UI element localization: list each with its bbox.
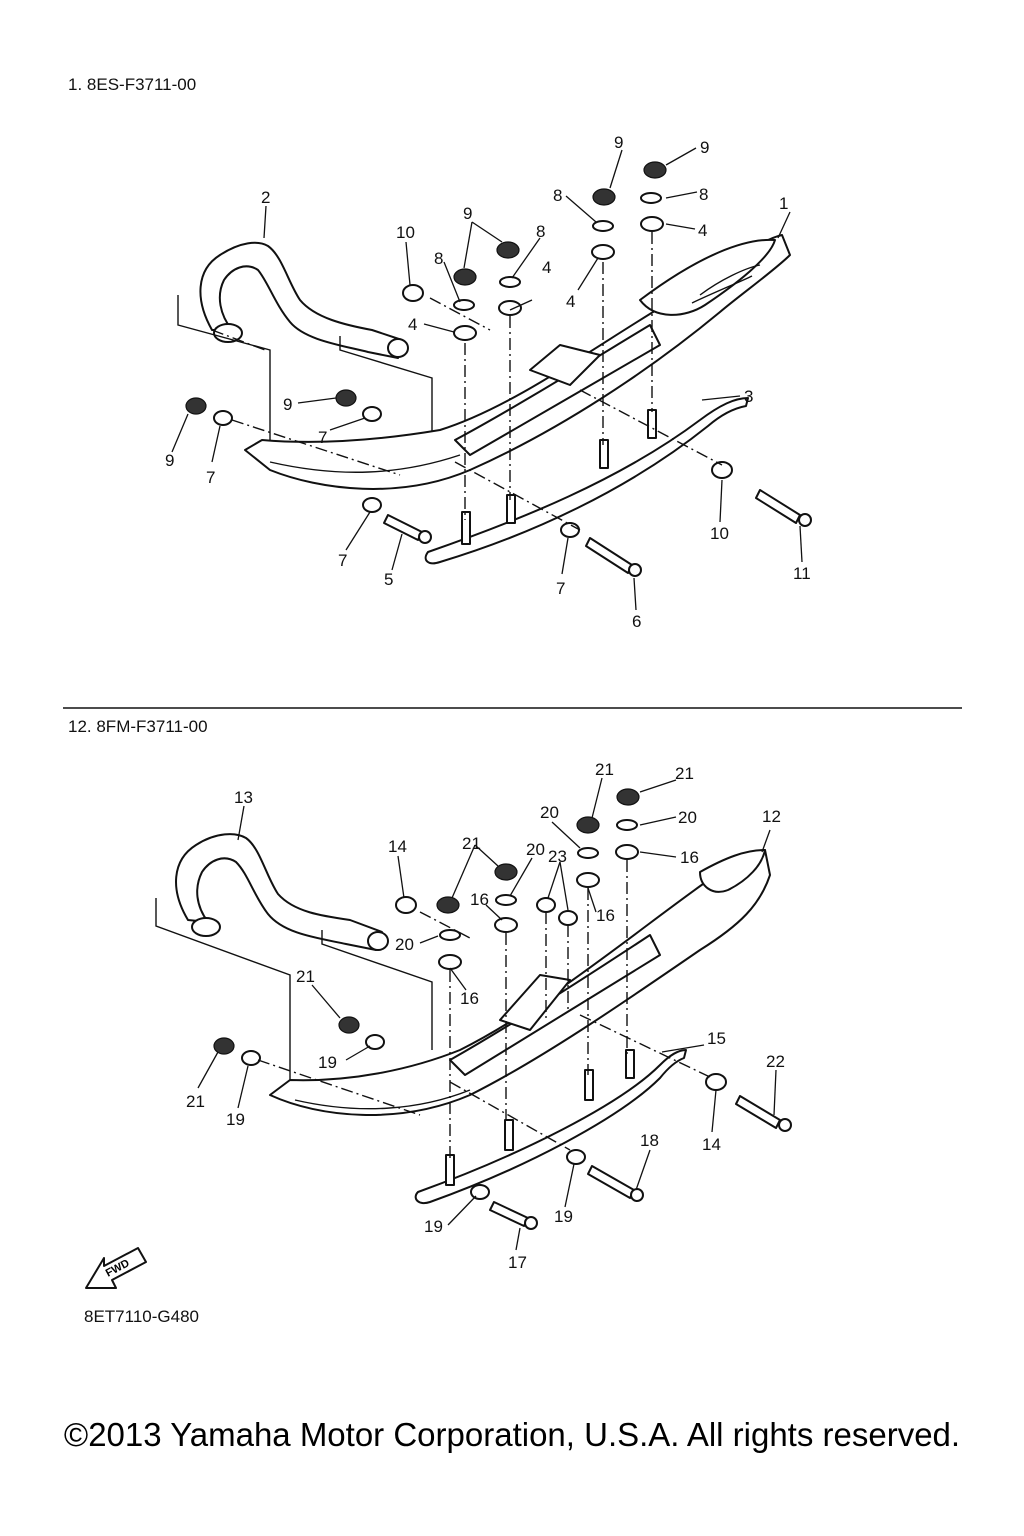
copyright-notice: ©2013 Yamaha Motor Corporation, U.S.A. A… xyxy=(63,1416,961,1453)
callout-7: 7 xyxy=(556,579,565,598)
callout-19: 19 xyxy=(226,1110,245,1129)
callout-21: 21 xyxy=(296,967,315,986)
callout-18: 18 xyxy=(640,1131,659,1150)
callout-21: 21 xyxy=(186,1092,205,1111)
callout-2: 2 xyxy=(261,188,270,207)
ski-12-tip xyxy=(699,849,766,893)
handle-12-end-left xyxy=(191,917,221,937)
callout-3: 3 xyxy=(744,387,753,406)
callout-19: 19 xyxy=(318,1053,337,1072)
callout-21: 21 xyxy=(675,764,694,783)
callout-20: 20 xyxy=(395,935,414,954)
runner-studs xyxy=(461,409,657,545)
callout-20: 20 xyxy=(526,840,545,859)
leader-lines xyxy=(171,147,803,1251)
handle-12-end-right xyxy=(367,931,389,951)
centerlines-assembly-12 xyxy=(257,860,713,1160)
callout-10: 10 xyxy=(710,524,729,543)
assembly-12-drawing: FWD xyxy=(85,788,792,1289)
callout-4: 4 xyxy=(542,258,551,277)
callout-4: 4 xyxy=(408,315,417,334)
assembly-1-caption: 1. 8ES-F3711-00 xyxy=(68,75,197,94)
callout-16: 16 xyxy=(470,890,489,909)
callout-13: 13 xyxy=(234,788,253,807)
callout-12: 12 xyxy=(762,807,781,826)
callout-4: 4 xyxy=(698,221,707,240)
hardware-assembly-12 xyxy=(213,788,727,1200)
callout-8: 8 xyxy=(434,249,443,268)
ski-12-mount xyxy=(499,974,571,1031)
assembly-1-drawing xyxy=(177,161,812,577)
callout-9: 9 xyxy=(283,395,292,414)
handle-12-guide-left xyxy=(155,898,291,1080)
ski-body-12 xyxy=(269,849,771,1116)
callout-14: 14 xyxy=(702,1135,721,1154)
callout-7: 7 xyxy=(206,468,215,487)
callout-15: 15 xyxy=(707,1029,726,1048)
callout-14: 14 xyxy=(388,837,407,856)
callout-22: 22 xyxy=(766,1052,785,1071)
callout-7: 7 xyxy=(318,428,327,447)
fwd-arrow-icon: FWD xyxy=(85,1247,147,1289)
callouts-assembly-1: 1 2 3 4 4 4 4 5 6 7 7 7 7 8 8 8 8 9 9 9 … xyxy=(165,133,811,631)
callout-17: 17 xyxy=(508,1253,527,1272)
callout-9: 9 xyxy=(614,133,623,152)
callouts-assembly-12: 12 13 14 14 15 16 16 16 16 17 18 19 19 1… xyxy=(186,760,785,1272)
callout-5: 5 xyxy=(384,570,393,589)
ski-runner-12 xyxy=(414,1049,687,1204)
callout-23: 23 xyxy=(548,847,567,866)
handle-end-right xyxy=(387,338,409,358)
callout-21: 21 xyxy=(595,760,614,779)
ski-mount-block xyxy=(529,344,601,386)
callout-9: 9 xyxy=(165,451,174,470)
callout-8: 8 xyxy=(553,186,562,205)
callout-9: 9 xyxy=(463,204,472,223)
ski-rail xyxy=(454,324,661,456)
callout-11: 11 xyxy=(793,564,811,583)
ski-tip-groove xyxy=(691,264,761,304)
callout-1: 1 xyxy=(779,194,788,213)
ski-tip-pad xyxy=(639,238,776,316)
callout-20: 20 xyxy=(540,803,559,822)
callout-19: 19 xyxy=(554,1207,573,1226)
handle-guide-right xyxy=(339,336,433,440)
handle-guide-left xyxy=(177,295,271,440)
callout-4: 4 xyxy=(566,292,575,311)
ski-handle xyxy=(199,241,403,359)
callout-6: 6 xyxy=(632,612,641,631)
callout-19: 19 xyxy=(424,1217,443,1236)
centerlines-assembly-1 xyxy=(211,232,723,531)
callout-20: 20 xyxy=(678,808,697,827)
assembly-12-caption: 12. 8FM-F3711-00 xyxy=(68,717,208,736)
ski-12-edge xyxy=(294,1089,471,1110)
ski-edge-line xyxy=(269,454,461,473)
handle-12-guide-right xyxy=(321,930,433,1050)
callout-16: 16 xyxy=(680,848,699,867)
diagram-code: 8ET7110-G480 xyxy=(84,1307,199,1326)
callout-9: 9 xyxy=(700,138,709,157)
callout-10: 10 xyxy=(396,223,415,242)
callout-7: 7 xyxy=(338,551,347,570)
bolts-assembly-12 xyxy=(489,1095,792,1230)
callout-21: 21 xyxy=(462,834,481,853)
hardware-assembly-1 xyxy=(185,161,733,538)
ski-runner xyxy=(424,397,749,565)
callout-8: 8 xyxy=(699,185,708,204)
runner-12-studs xyxy=(445,1049,635,1186)
bolts-assembly-1 xyxy=(383,489,812,577)
callout-16: 16 xyxy=(460,989,479,1008)
handle-end-left xyxy=(213,323,243,343)
callout-8: 8 xyxy=(536,222,545,241)
callout-16: 16 xyxy=(596,906,615,925)
